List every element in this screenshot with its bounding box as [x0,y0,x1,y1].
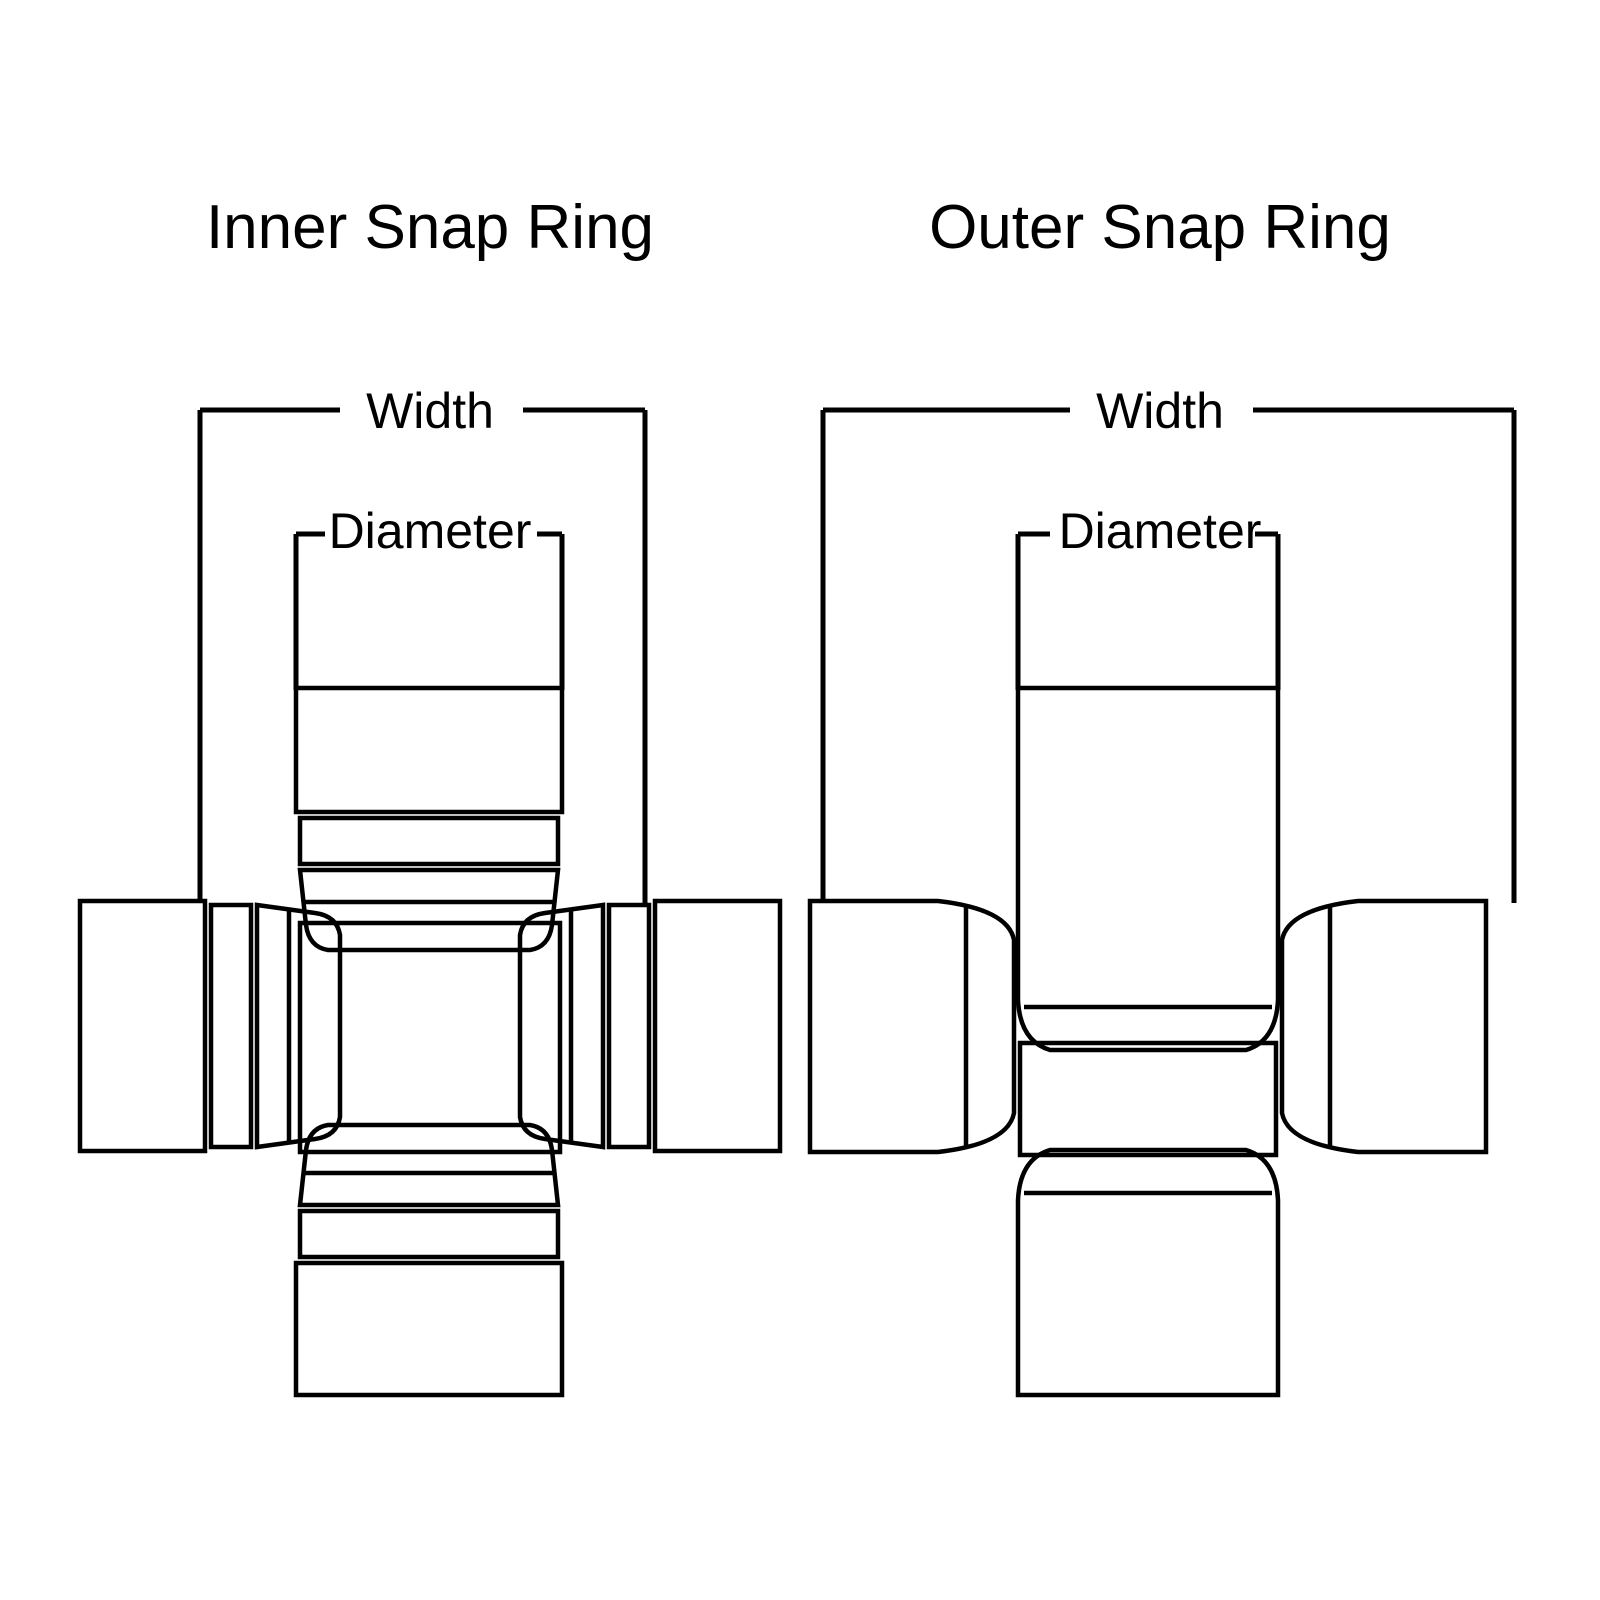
right-cap-body-inner [652,898,783,1154]
width-label-inner: Width [366,383,494,439]
left-cap-band-inner [208,902,254,1150]
right-cap-taper-inner [517,902,606,1150]
bottom-cap-body-inner [293,1260,565,1398]
right-bearing-cap-inner [517,898,783,1154]
left-cap-body-inner [77,898,208,1154]
bottom-cap-band-inner [297,1208,561,1260]
center-cross-body-outer [1017,1040,1279,1158]
top-bearing-cap-inner [293,685,565,953]
top-cap-band-inner [297,815,561,867]
center-cross-body-inner [297,920,563,1155]
right-cap-body-outer [1279,898,1489,1155]
dimension-diameter-outer: Diameter [1015,503,1281,690]
bottom-cap-taper-inner [297,1122,561,1208]
left-cap-body-outer [807,898,1017,1155]
top-cap-body-inner [293,685,565,815]
dimension-width-inner: Width [197,383,648,903]
dimension-diameter-inner: Diameter [293,503,565,690]
left-cap-taper-inner [254,902,343,1150]
top-cap-taper-inner [297,867,561,953]
width-label-outer: Width [1096,383,1224,439]
left-bearing-cap-inner [77,898,343,1154]
right-bearing-cap-outer [1279,898,1489,1155]
figure-title-inner-snap-ring: Inner Snap Ring [206,193,654,262]
bottom-cap-body-outer [1015,1147,1281,1398]
top-bearing-cap-outer [1015,685,1281,1053]
bottom-bearing-cap-outer [1015,1147,1281,1398]
diameter-label-outer: Diameter [1059,503,1262,559]
figure-title-outer-snap-ring: Outer Snap Ring [929,193,1391,262]
left-bearing-cap-outer [807,898,1017,1155]
bottom-bearing-cap-inner [293,1122,565,1398]
right-cap-band-inner [606,902,652,1150]
dimension-width-outer: Width [820,383,1517,903]
top-cap-body-outer [1015,685,1281,1053]
diameter-label-inner: Diameter [329,503,532,559]
figure-outer-snap-ring: Outer Snap Ring Width Diameter [807,193,1517,1398]
figure-inner-snap-ring: Inner Snap Ring Width Diameter [77,193,783,1398]
